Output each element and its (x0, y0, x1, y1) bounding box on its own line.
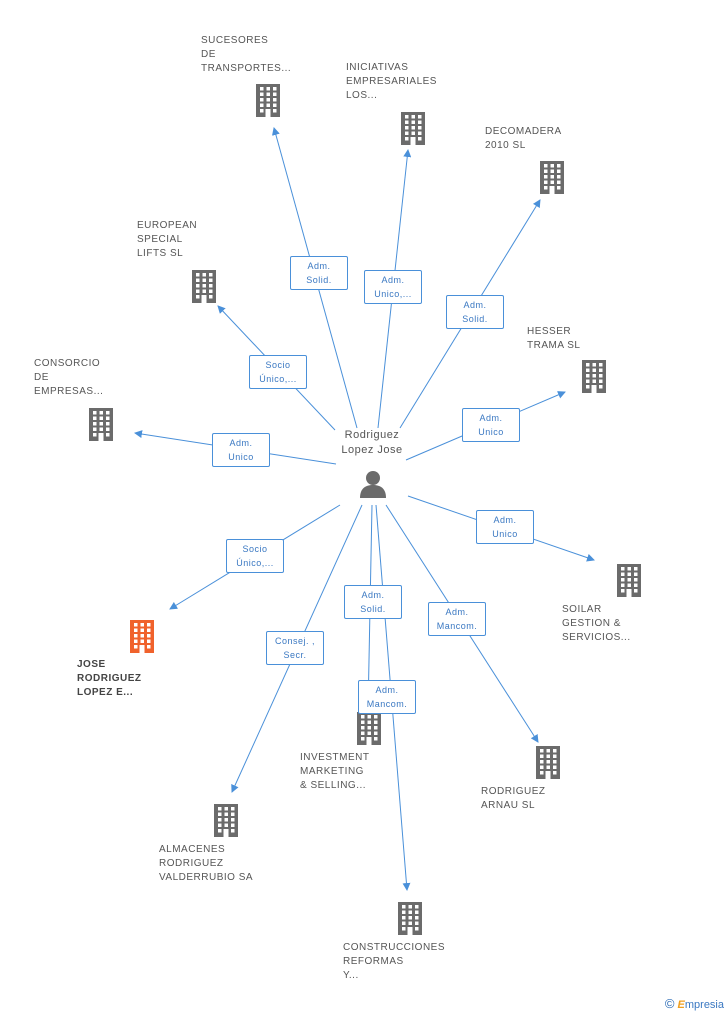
edge-label-european[interactable]: Socio Único,... (249, 355, 307, 389)
edge-label-sucesores[interactable]: Adm. Solid. (290, 256, 348, 290)
almacenes-building-icon[interactable] (211, 803, 241, 837)
edge-label-soilar[interactable]: Adm. Unico (476, 510, 534, 544)
consorcio-company-label[interactable]: CONSORCIO DE EMPRESAS... (34, 358, 104, 397)
rodriguezarnau-building-icon[interactable] (533, 745, 563, 779)
brand-name: mpresia (684, 999, 724, 1011)
decomadera-building-icon[interactable] (537, 160, 567, 194)
edge-label-decomadera[interactable]: Adm. Solid. (446, 295, 504, 329)
consorcio-building-icon[interactable] (86, 407, 116, 441)
sucesores-company-label[interactable]: SUCESORES DE TRANSPORTES... (201, 35, 292, 74)
hesser-building-icon[interactable] (579, 359, 609, 393)
hesser-company-label[interactable]: HESSER TRAMA SL (527, 326, 581, 351)
edge-label-iniciativas[interactable]: Adm. Unico,... (364, 270, 422, 304)
edge-label-consorcio[interactable]: Adm. Unico (212, 433, 270, 467)
edge-label-construcciones[interactable]: Adm. Mancom. (358, 680, 416, 714)
person-icon[interactable] (358, 470, 388, 498)
jose-building-icon[interactable] (127, 619, 157, 653)
edge-label-hesser[interactable]: Adm. Unico (462, 408, 520, 442)
soilar-building-icon[interactable] (614, 563, 644, 597)
iniciativas-building-icon[interactable] (398, 111, 428, 145)
edge-label-almacenes[interactable]: Consej. , Secr. (266, 631, 324, 665)
brand-initial: E (677, 999, 685, 1011)
investment-company-label[interactable]: INVESTMENT MARKETING & SELLING... (300, 752, 370, 791)
almacenes-company-label[interactable]: ALMACENES RODRIGUEZ VALDERRUBIO SA (159, 844, 254, 883)
jose-company-label[interactable]: JOSE RODRIGUEZ LOPEZ E... (77, 659, 142, 698)
european-building-icon[interactable] (189, 269, 219, 303)
edge-label-jose[interactable]: Socio Único,... (226, 539, 284, 573)
edge-label-investment[interactable]: Adm. Solid. (344, 585, 402, 619)
construcciones-building-icon[interactable] (395, 901, 425, 935)
soilar-company-label[interactable]: SOILAR GESTION & SERVICIOS... (562, 604, 631, 643)
construcciones-company-label[interactable]: CONSTRUCCIONES REFORMAS Y... (343, 942, 446, 981)
center-person-name[interactable]: Rodriguez Lopez Jose (341, 429, 403, 456)
edge-label-rodriguezarnau[interactable]: Adm. Mancom. (428, 602, 486, 636)
sucesores-building-icon[interactable] (253, 83, 283, 117)
european-company-label[interactable]: EUROPEAN SPECIAL LIFTS SL (137, 220, 198, 259)
copyright-symbol: © (664, 996, 675, 1011)
investment-building-icon[interactable] (354, 711, 384, 745)
footer-brand: © Empresia (665, 996, 724, 1011)
decomadera-company-label[interactable]: DECOMADERA 2010 SL (485, 126, 562, 151)
iniciativas-company-label[interactable]: INICIATIVAS EMPRESARIALES LOS... (346, 62, 437, 101)
rodriguezarnau-company-label[interactable]: RODRIGUEZ ARNAU SL (481, 786, 546, 811)
